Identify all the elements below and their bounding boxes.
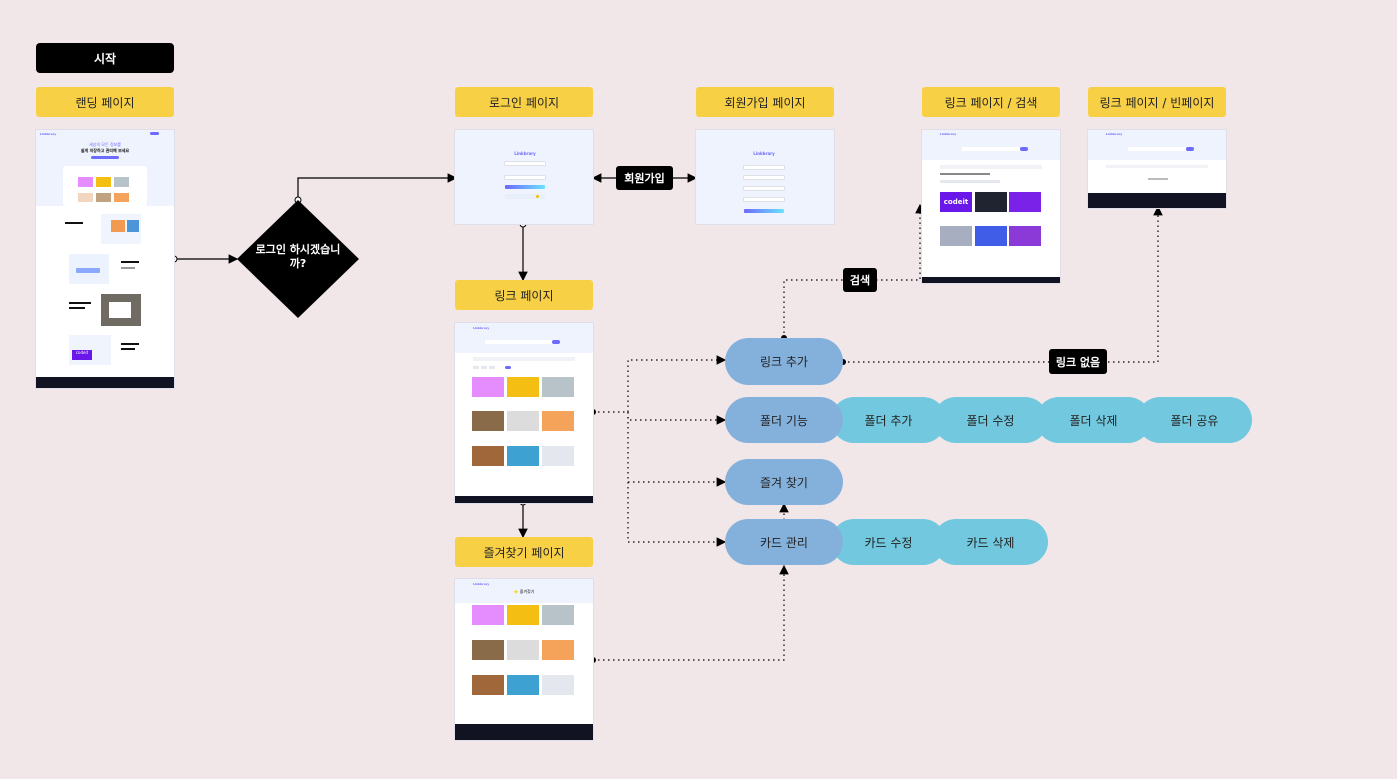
edge-label-search: 검색 <box>843 268 877 292</box>
edge-link-card <box>627 482 727 547</box>
edge-favpage-card <box>593 564 789 661</box>
signup-page-thumbnail: Linkbrary <box>696 130 834 224</box>
favorites-page-thumbnail: Linkbrary ⭐ 즐겨찾기 <box>455 579 593 740</box>
edge-decision-login <box>297 173 458 200</box>
pill-add-link: 링크 추가 <box>725 338 843 385</box>
landing-footer <box>36 377 174 388</box>
link-empty-page-thumbnail: Linkbrary <box>1088 130 1226 208</box>
link-search-page-thumbnail: Linkbrary codeit <box>922 130 1060 283</box>
landing-headline-1: 세상의 모든 정보를 <box>89 142 121 147</box>
pill-folder-delete: 폴더 삭제 <box>1036 397 1151 443</box>
favorites-title: ⭐ 즐겨찾기 <box>513 589 535 594</box>
signup-brand: Linkbrary <box>753 151 775 156</box>
edge-link-folder <box>593 411 727 425</box>
link-page-thumbnail: Linkbrary <box>455 323 593 503</box>
landing-hero: Linkbrary 세상의 모든 정보를 쉽게 저장하고 관리해 보세요 <box>36 130 174 206</box>
link-brand: Linkbrary <box>473 326 490 330</box>
login-page-thumbnail: Linkbrary <box>455 130 593 224</box>
node-link-empty-page: 링크 페이지 / 빈페이지 <box>1088 87 1226 117</box>
fav-brand: Linkbrary <box>473 582 490 586</box>
empty-brand: Linkbrary <box>1106 132 1123 136</box>
start-node: 시작 <box>36 43 174 73</box>
pill-favorite: 즐겨 찾기 <box>725 459 843 505</box>
decision-label: 로그인 하시겠습니 까? <box>255 243 341 270</box>
login-brand: Linkbrary <box>514 151 536 156</box>
codeit-tile: codeit <box>72 350 92 360</box>
pill-card-delete: 카드 삭제 <box>933 519 1048 565</box>
search-codeit-card: codeit <box>940 192 972 212</box>
search-brand: Linkbrary <box>940 132 957 136</box>
edge-label-signup: 회원가입 <box>616 166 673 190</box>
brand-logo: Linkbrary <box>40 132 57 136</box>
edge-add-empty <box>843 205 1163 363</box>
decision-diamond <box>237 200 359 318</box>
landing-page-thumbnail: Linkbrary 세상의 모든 정보를 쉽게 저장하고 관리해 보세요 cod… <box>36 130 174 388</box>
edge-label-no-link: 링크 없음 <box>1049 349 1107 374</box>
node-landing-page: 랜딩 페이지 <box>36 87 174 117</box>
node-favorites-page: 즐겨찾기 페이지 <box>455 537 593 567</box>
node-link-page: 링크 페이지 <box>455 280 593 310</box>
edge-link-fav <box>627 412 727 487</box>
landing-headline-2: 쉽게 저장하고 관리해 보세요 <box>80 148 130 153</box>
pill-card-edit: 카드 수정 <box>831 519 946 565</box>
pill-folder-share: 폴더 공유 <box>1137 397 1252 443</box>
pill-folder-feature: 폴더 기능 <box>725 397 843 443</box>
edge-link-add <box>627 355 727 412</box>
node-login-page: 로그인 페이지 <box>455 87 593 117</box>
pill-card-manage: 카드 관리 <box>725 519 843 565</box>
node-signup-page: 회원가입 페이지 <box>696 87 834 117</box>
pill-folder-add: 폴더 추가 <box>831 397 946 443</box>
node-link-search-page: 링크 페이지 / 검색 <box>922 87 1060 117</box>
pill-folder-edit: 폴더 수정 <box>933 397 1048 443</box>
start-label: 시작 <box>93 51 117 66</box>
